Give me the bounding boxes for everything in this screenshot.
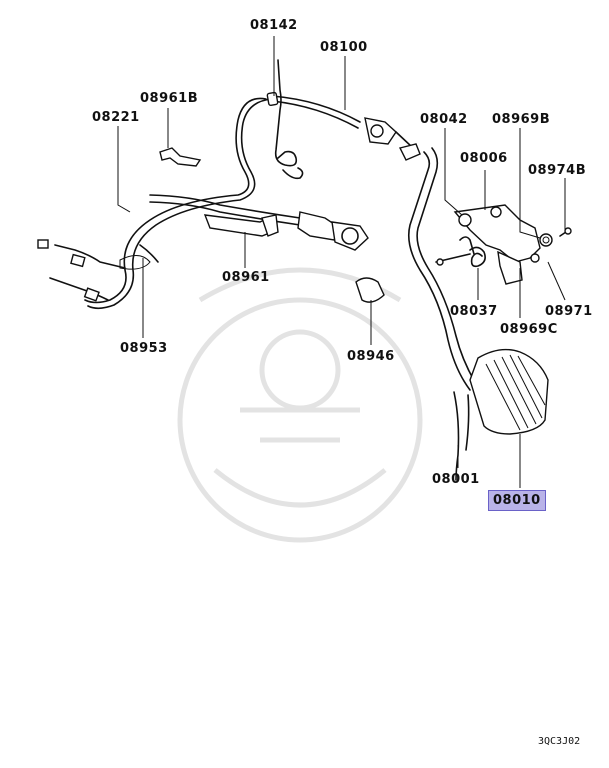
callout-08953[interactable]: 08953 — [120, 341, 168, 356]
callout-08969B[interactable]: 08969B — [492, 112, 551, 127]
clip-08142 — [274, 59, 304, 180]
throttle-cable — [37, 91, 421, 310]
callout-08037[interactable]: 08037 — [450, 304, 498, 319]
callout-08221[interactable]: 08221 — [92, 110, 140, 125]
watermark-emblem — [177, 267, 423, 543]
callout-08142[interactable]: 08142 — [250, 18, 298, 33]
callout-08974B[interactable]: 08974B — [528, 163, 587, 178]
callout-08001[interactable]: 08001 — [432, 472, 480, 487]
grommet-08946 — [355, 277, 385, 303]
callout-08010-highlighted[interactable]: 08010 — [488, 490, 546, 511]
callout-08961[interactable]: 08961 — [222, 270, 270, 285]
callout-08969C[interactable]: 08969C — [500, 322, 558, 337]
callout-08100[interactable]: 08100 — [320, 40, 368, 55]
pedal-bracket-08006 — [453, 204, 572, 285]
callout-08042[interactable]: 08042 — [420, 112, 468, 127]
callout-08006[interactable]: 08006 — [460, 151, 508, 166]
bracket-08961 — [203, 214, 279, 237]
callout-08971[interactable]: 08971 — [545, 304, 593, 319]
bracket-08961B — [159, 147, 202, 167]
pedal-pad-08010 — [469, 348, 549, 435]
diagram-code: 3QC3J02 — [538, 736, 581, 747]
callout-08946[interactable]: 08946 — [347, 349, 395, 364]
leader-lines — [117, 36, 566, 488]
spring-08037 — [435, 236, 486, 268]
callout-08961B[interactable]: 08961B — [140, 91, 199, 106]
